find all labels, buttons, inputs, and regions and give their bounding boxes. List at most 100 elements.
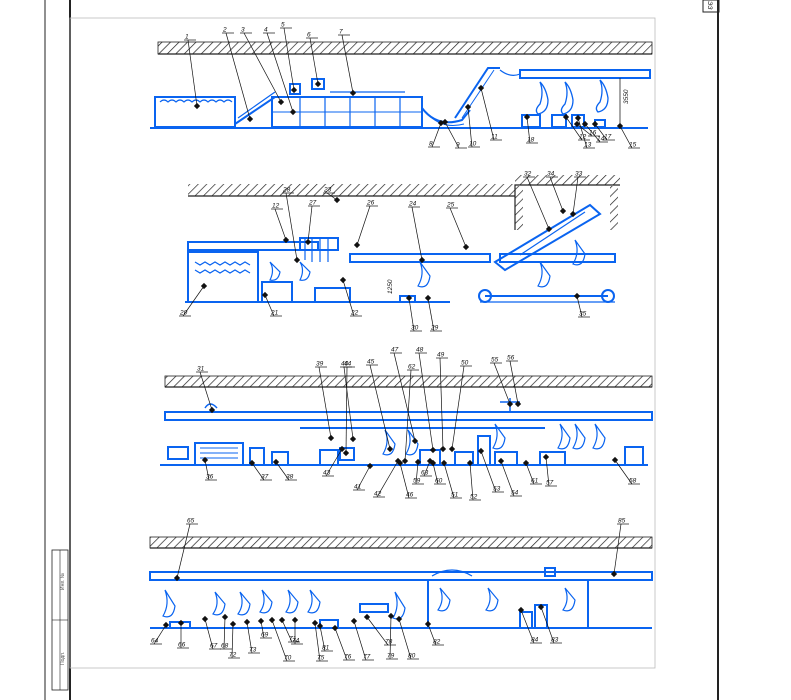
callout-marker-67 bbox=[201, 615, 209, 623]
sheet-frame bbox=[44, 0, 720, 700]
callout-marker-75 bbox=[311, 619, 319, 627]
callout-leader-20 bbox=[182, 285, 205, 317]
callout-leader-64 bbox=[153, 624, 167, 645]
callout-leader-26 bbox=[356, 205, 371, 246]
callout-marker-83 bbox=[537, 603, 545, 611]
callout-marker-84 bbox=[517, 606, 525, 614]
callout-leader-81 bbox=[319, 625, 326, 652]
callout-marker-46 bbox=[396, 459, 404, 467]
callout-leader-59 bbox=[415, 461, 419, 485]
ceiling-hatch-1 bbox=[157, 41, 653, 55]
callout-leader-70 bbox=[271, 619, 288, 662]
callout-label-1: 1 bbox=[185, 34, 189, 41]
callout-label-78: 78 bbox=[385, 639, 393, 646]
callout-label-41: 41 bbox=[354, 484, 362, 491]
callout-leader-27 bbox=[307, 205, 313, 243]
callout-label-79: 79 bbox=[387, 653, 395, 660]
callout-label-21: 21 bbox=[270, 310, 279, 317]
callout-marker-28 bbox=[293, 256, 301, 264]
callout-label-57: 57 bbox=[546, 480, 554, 487]
callout-label-22: 22 bbox=[350, 310, 359, 317]
row-1-drawing bbox=[150, 41, 653, 129]
callout-label-66: 66 bbox=[178, 642, 186, 649]
callout-label-16: 16 bbox=[589, 130, 597, 137]
callout-marker-27 bbox=[304, 238, 312, 246]
callout-label-64: 64 bbox=[151, 638, 159, 645]
callout-leader-77 bbox=[353, 620, 367, 661]
callout-label-42: 42 bbox=[374, 491, 382, 498]
callout-label-18: 18 bbox=[527, 137, 535, 144]
callout-leader-38 bbox=[275, 461, 290, 481]
callout-label-62: 62 bbox=[408, 364, 416, 371]
callout-leader-43 bbox=[325, 448, 343, 477]
callout-marker-10 bbox=[464, 103, 472, 111]
callout-marker-20 bbox=[200, 282, 208, 290]
callout-label-48: 48 bbox=[416, 347, 424, 354]
callout-leader-53 bbox=[480, 450, 497, 493]
callout-marker-69 bbox=[257, 617, 265, 625]
ceiling-hatch-4 bbox=[149, 536, 653, 549]
callout-label-38: 38 bbox=[286, 474, 294, 481]
callout-marker-57 bbox=[542, 453, 550, 461]
callout-label-80: 80 bbox=[408, 653, 416, 660]
callout-label-11: 11 bbox=[491, 134, 498, 141]
callout-label-49: 49 bbox=[437, 352, 445, 359]
callout-label-7: 7 bbox=[339, 29, 343, 36]
callout-marker-72 bbox=[229, 620, 237, 628]
callout-leader-16 bbox=[576, 123, 593, 137]
callout-leader-44 bbox=[345, 366, 348, 454]
callout-marker-59 bbox=[414, 458, 422, 466]
sidebar-stamp: Инв. № Подп. bbox=[51, 549, 69, 691]
callout-marker-53 bbox=[477, 447, 485, 455]
callout-marker-23 bbox=[333, 196, 341, 204]
callout-label-63: 63 bbox=[421, 470, 429, 477]
callout-marker-22 bbox=[339, 276, 347, 284]
callout-leader-29 bbox=[427, 297, 435, 332]
callout-leader-68 bbox=[223, 616, 226, 650]
callout-marker-35 bbox=[573, 292, 581, 300]
callout-marker-21 bbox=[261, 291, 269, 299]
callout-leader-62 bbox=[404, 369, 412, 462]
callout-leader-65 bbox=[176, 523, 191, 579]
callout-leader-13 bbox=[577, 117, 588, 149]
callout-label-84: 84 bbox=[531, 637, 539, 644]
callout-marker-49 bbox=[439, 445, 447, 453]
callout-leader-14 bbox=[584, 123, 601, 143]
callout-leader-85 bbox=[613, 523, 622, 575]
callout-leader-3 bbox=[243, 32, 282, 103]
callout-label-8: 8 bbox=[429, 141, 433, 148]
callout-label-34: 34 bbox=[547, 171, 555, 178]
callout-label-26: 26 bbox=[366, 200, 375, 207]
callout-leader-61 bbox=[525, 462, 535, 485]
callout-label-31: 31 bbox=[197, 366, 205, 373]
callout-marker-62 bbox=[401, 457, 409, 465]
callout-leader-12 bbox=[565, 116, 583, 141]
callout-marker-85 bbox=[610, 570, 618, 578]
callout-marker-73 bbox=[243, 618, 251, 626]
row-3-drawing bbox=[160, 375, 653, 466]
callout-label-6: 6 bbox=[307, 32, 311, 39]
callout-label-75: 75 bbox=[317, 655, 325, 662]
callout-marker-41 bbox=[366, 462, 374, 470]
callout-marker-51 bbox=[440, 459, 448, 467]
callout-label-36: 36 bbox=[206, 474, 214, 481]
callout-label-30: 30 bbox=[411, 325, 419, 332]
callout-leader-18 bbox=[526, 116, 531, 144]
callout-leader-80 bbox=[398, 618, 412, 660]
callout-label-55: 55 bbox=[491, 357, 499, 364]
callout-label-53: 53 bbox=[493, 486, 501, 493]
callout-label-9: 9 bbox=[456, 142, 460, 149]
callout-leader-46 bbox=[399, 462, 410, 499]
callout-label-61: 61 bbox=[531, 478, 539, 485]
callout-leader-63 bbox=[423, 460, 431, 477]
callout-leader-17 bbox=[594, 123, 608, 141]
callout-label-82: 82 bbox=[433, 639, 441, 646]
callout-leader-83 bbox=[540, 606, 555, 644]
callout-marker-7 bbox=[349, 89, 357, 97]
callout-leader-39 bbox=[318, 366, 332, 439]
callout-label-12: 12 bbox=[272, 203, 280, 210]
callout-marker-68 bbox=[221, 613, 229, 621]
callout-leader-28 bbox=[285, 192, 298, 261]
callout-marker-81 bbox=[316, 622, 324, 630]
